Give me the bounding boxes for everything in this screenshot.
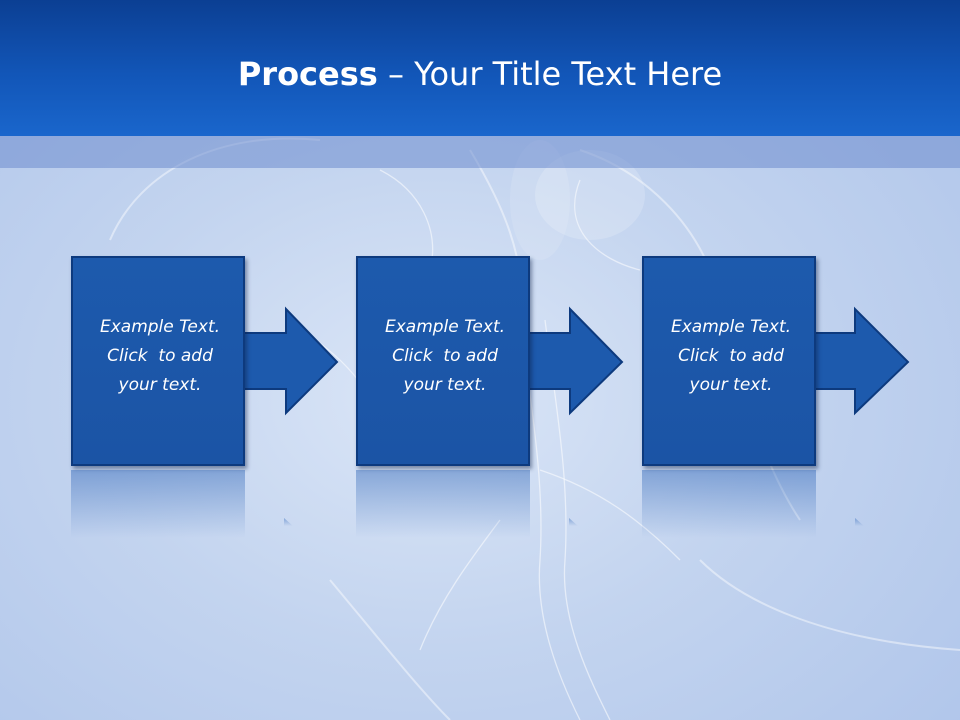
step-box-1[interactable]: Example Text. Click to add your text.: [71, 256, 245, 466]
process-step-2: Example Text. Click to add your text.: [356, 256, 626, 468]
process-step-3: Example Text. Click to add your text.: [642, 256, 912, 468]
title-bar: [0, 0, 960, 136]
arrow-right-icon: [811, 306, 910, 416]
step-reflection-1: [71, 470, 293, 538]
step-reflection-2: [356, 470, 578, 538]
process-step-1: Example Text. Click to add your text.: [71, 256, 341, 468]
step-text-1: Example Text. Click to add your text.: [99, 317, 221, 395]
step-box-2[interactable]: Example Text. Click to add your text.: [356, 256, 530, 466]
arrow-right-icon: [240, 306, 339, 416]
title-bold-part: Process: [237, 55, 378, 93]
title-text-part: – Your Title Text Here: [377, 55, 723, 93]
step-reflection-3: [642, 470, 864, 538]
step-box-3[interactable]: Example Text. Click to add your text.: [642, 256, 816, 466]
step-text-3: Example Text. Click to add your text.: [670, 317, 792, 395]
arrow-right-icon: [525, 306, 624, 416]
slide-title[interactable]: Process – Your Title Text Here: [0, 50, 960, 98]
step-text-2: Example Text. Click to add your text.: [384, 317, 506, 395]
title-subband: [0, 136, 960, 168]
